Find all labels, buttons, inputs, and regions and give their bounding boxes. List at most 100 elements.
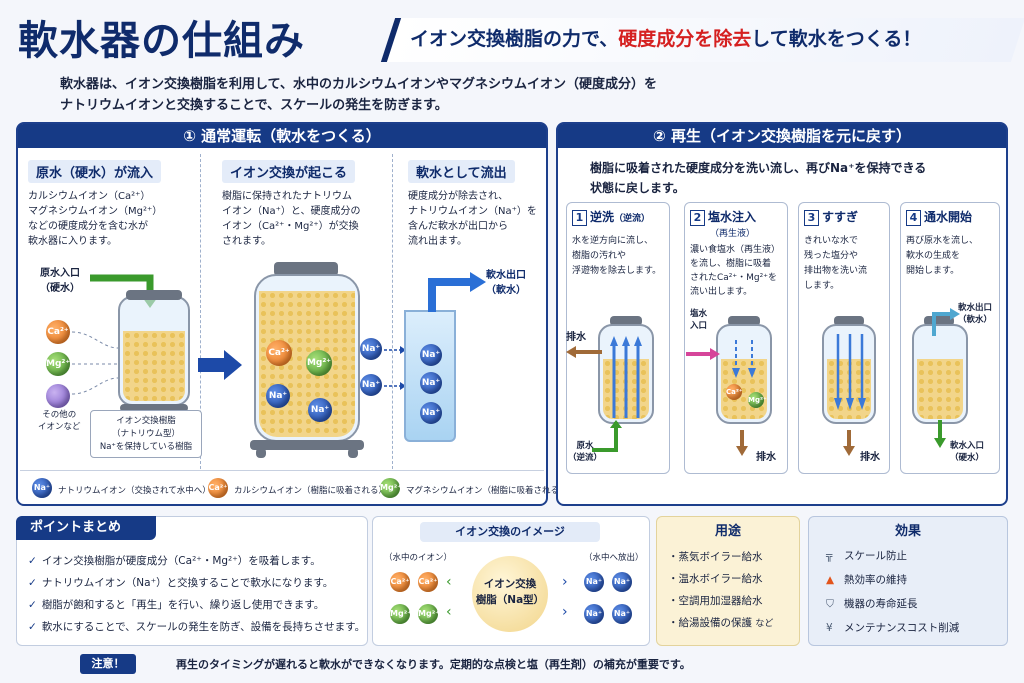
list-item: ¥メンテナンスコスト削減 [826, 616, 959, 640]
outlet-arrow-icon [428, 272, 486, 312]
list-item: ・給湯設備の保護 など [668, 617, 774, 629]
na-ion-icon: Na⁺ [420, 372, 442, 394]
na-ion-icon: Na⁺ [360, 374, 382, 396]
resin-bead-icon: イオン交換樹脂（Na型） [472, 556, 548, 632]
list-item: ✓ナトリウムイオン（Na⁺）と交換することで軟水になります。 [28, 577, 334, 589]
uses-box [656, 516, 800, 646]
tank-service [912, 324, 968, 424]
notice-badge: 注意！ [80, 654, 136, 674]
arrow-right-icon: › [562, 604, 568, 620]
list-item: ・空調用加湿器給水 [668, 595, 763, 607]
raw-inlet-arrow-icon [934, 420, 946, 448]
raw-backflow-arrow-icon [592, 420, 622, 452]
brine-arrow-icon [686, 348, 720, 360]
effects-box [808, 516, 1008, 646]
ca-ion-icon: Ca²⁺ [266, 340, 292, 366]
na-ion-icon: Na⁺ [308, 398, 332, 422]
soft-outlet-label: 軟水出口（軟水） [486, 270, 526, 296]
mg-ion-icon: Mg²⁺ [306, 350, 332, 376]
regen-description: 樹脂に吸着された硬度成分を洗い流し、再びNa⁺を保持できる状態に戻します。 [590, 161, 927, 195]
mg-ion-icon: Mg²⁺ [46, 352, 70, 376]
step-soft-outflow-text: 硬度成分が除去され、ナトリウムイオン（Na⁺）を含んだ軟水が出口から流れ出ます。 [408, 191, 537, 247]
flame-icon: ▲ [826, 574, 835, 586]
step-ion-exchange-text: 樹脂に保持されたナトリウムイオン（Na⁺）と、硬度成分のイオン（Ca²⁺・Mg²… [222, 191, 361, 247]
effects-title: 効果 [894, 524, 921, 539]
mg-ion-icon: Mg²⁺ [380, 478, 401, 498]
na-ion-icon: Na⁺ [612, 572, 632, 592]
intro-line-2: ナトリウムイオンと交換することで、スケールの発生を防ぎます。 [60, 98, 448, 113]
process-arrow-icon [198, 350, 242, 380]
ca-ion-icon: Ca²⁺ [390, 572, 410, 592]
list-item: ・蒸気ボイラー給水 [668, 551, 763, 563]
legend-ca: カルシウムイオン（樹脂に吸着される） [234, 486, 388, 496]
step-raw-inflow-head: 原水（硬水）が流入 [28, 160, 162, 183]
ca-ion-icon: Ca²⁺ [726, 384, 743, 400]
panel-normal-title: ① 通常運転（軟水をつくる） [18, 124, 546, 148]
soft-outlet-label-2: 軟水出口（軟水） [958, 303, 993, 325]
other-ion-icon [46, 384, 70, 408]
list-item: ✓イオン交換樹脂が硬度成分（Ca²⁺・Mg²⁺）を吸着します。 [28, 555, 321, 567]
drain-label-2: 排水 [756, 452, 776, 463]
step-raw-inflow-text: カルシウムイオン（Ca²⁺）マグネシウムイオン（Mg²⁺）などの硬度成分を含む水… [28, 191, 163, 247]
na-ion-icon: Na⁺ [584, 572, 604, 592]
raw-backflow-label: 原水（逆流） [568, 441, 603, 463]
exchange-left-label: （水中のイオン） [384, 553, 453, 563]
rinse-flow-arrows [834, 334, 866, 410]
na-ion-icon: Na⁺ [420, 402, 442, 424]
other-ions-label: その他のイオンなど [38, 410, 81, 432]
softener-tank-small [118, 296, 190, 406]
step-ion-exchange: イオン交換が起こる 樹脂に保持されたナトリウムイオン（Na⁺）と、硬度成分のイオ… [222, 160, 390, 249]
legend-mg: マグネシウムイオン（樹脂に吸着される） [406, 486, 568, 496]
list-item: ⛉機器の寿命延長 [826, 592, 959, 616]
step-soft-outflow: 軟水として流出 硬度成分が除去され、ナトリウムイオン（Na⁺）を含んだ軟水が出口… [408, 160, 548, 249]
exchange-image-title: イオン交換のイメージ [420, 522, 600, 542]
na-ion-icon: Na⁺ [612, 604, 632, 624]
raw-inlet-label: 原水入口（硬水） [40, 268, 80, 294]
ca-ion-icon: Ca²⁺ [46, 320, 70, 344]
step-soft-outflow-head: 軟水として流出 [408, 160, 515, 183]
drain-label-1: 排水 [566, 332, 586, 343]
intro-line-1: 軟水器は、イオン交換樹脂を利用して、水中のカルシウムイオンやマグネシウムイオン（… [60, 77, 657, 92]
resin-note: イオン交換樹脂（ナトリウム型）Na⁺を保持している樹脂 [90, 410, 202, 458]
brine-inlet-label: 塩水入口 [690, 309, 708, 331]
uses-title: 用途 [714, 524, 741, 539]
na-ion-icon: Na⁺ [32, 478, 52, 498]
na-ion-icon: Na⁺ [420, 344, 442, 366]
yen-icon: ¥ [826, 622, 833, 634]
intro-text: 軟水器は、イオン交換樹脂を利用して、水中のカルシウムイオンやマグネシウムイオン（… [60, 74, 740, 116]
drain-label-3: 排水 [860, 452, 880, 463]
points-list: ✓イオン交換樹脂が硬度成分（Ca²⁺・Mg²⁺）を吸着します。 ✓ナトリウムイオ… [28, 550, 365, 638]
mg-ion-icon: Mg²⁺ [748, 392, 767, 408]
list-item: ・温水ボイラー給水 [668, 573, 763, 585]
list-item: ✓樹脂が飽和すると「再生」を行い、繰り返し使用できます。 [28, 599, 325, 611]
soft-outlet-arrow-icon [932, 308, 960, 336]
arrow-right-icon: › [562, 574, 568, 590]
arrow-left-icon: ‹ [446, 574, 452, 590]
exchange-right-label: （水中へ放出） [584, 553, 644, 563]
raw-inlet-label-2: 軟水入口（硬水） [950, 441, 985, 463]
na-ion-icon: Na⁺ [266, 384, 290, 408]
legend-na: ナトリウムイオン（交換されて水中へ） [58, 486, 211, 496]
notice-text: 再生のタイミングが遅れると軟水ができなくなります。定期的な点検と塩（再生剤）の補… [176, 658, 691, 671]
shield-icon: ⛉ [826, 598, 834, 610]
list-item: ✓軟水にすることで、スケールの発生を防ぎ、設備を長持ちさせます。 [28, 621, 366, 633]
drain-arrow-icon [566, 346, 602, 358]
list-item: ▲熱効率の維持 [826, 568, 959, 592]
brine-flow-arrows [732, 340, 756, 378]
drain-arrow-icon [843, 430, 855, 456]
ca-ion-icon: Ca²⁺ [208, 478, 228, 498]
step-ion-exchange-head: イオン交換が起こる [222, 160, 356, 183]
drain-arrow-icon [736, 430, 748, 456]
arrow-left-icon: ‹ [446, 604, 452, 620]
ca-ion-icon: Ca²⁺ [418, 572, 438, 592]
mg-ion-icon: Mg²⁺ [390, 604, 411, 624]
na-ion-icon: Na⁺ [584, 604, 604, 624]
list-item: ╦スケール防止 [826, 544, 959, 568]
effects-list: ╦スケール防止 ▲熱効率の維持 ⛉機器の寿命延長 ¥メンテナンスコスト削減 [826, 544, 959, 640]
page-title: 軟水器の仕組み [18, 18, 305, 64]
tagline: イオン交換樹脂の力で、硬度成分を除去して軟水をつくる！ [410, 28, 922, 50]
